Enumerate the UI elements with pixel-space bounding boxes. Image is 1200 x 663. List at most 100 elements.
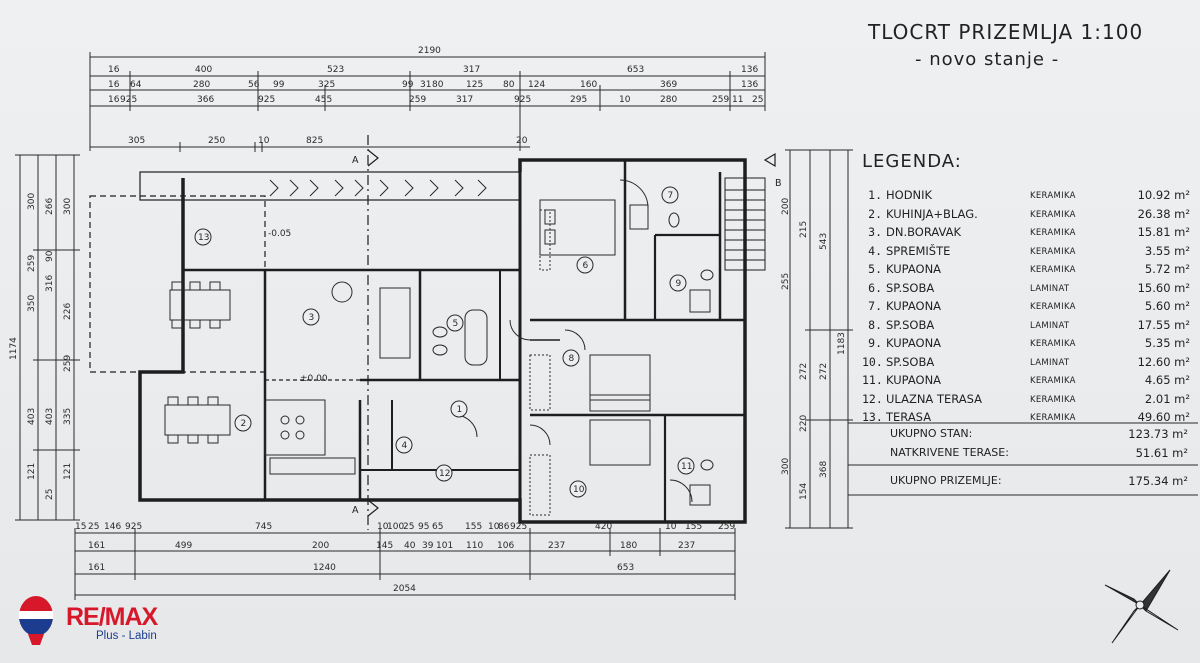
legend-area: 4.65 m² xyxy=(1144,373,1190,387)
dimension-top: 259 xyxy=(712,95,729,105)
legend-number: 10. xyxy=(862,354,883,369)
section-mark-b: B xyxy=(775,178,782,189)
dimension-right: 255 xyxy=(781,273,791,290)
legend-area: 2.01 m² xyxy=(1144,391,1190,406)
room-number-label: 2 xyxy=(241,419,247,429)
dimension-top: 280 xyxy=(193,80,210,90)
dimension-top: 400 xyxy=(195,65,212,75)
legend-material: LAMINAT xyxy=(1030,320,1070,331)
legend-material: KERAMIKA xyxy=(1030,376,1076,386)
dimension-bottom: 237 xyxy=(548,541,565,551)
dimension-top: 523 xyxy=(327,65,344,75)
legend-room-name: KUPAONA xyxy=(886,299,942,313)
legend-room-name: KUPAONA xyxy=(886,336,942,350)
dimension-bottom: 10 xyxy=(377,522,389,532)
legend-number: 12. xyxy=(862,391,883,406)
dimension-top: 825 xyxy=(306,136,323,146)
room-4-marker xyxy=(395,436,413,454)
dimension-right: 272 xyxy=(819,363,829,380)
dimension-bottom: 10 xyxy=(488,522,500,532)
legend-number: 8. xyxy=(868,317,882,332)
legend-number: 7. xyxy=(868,299,882,313)
dimension-bottom: 925 xyxy=(510,522,527,532)
dimension-bottom: 745 xyxy=(255,522,272,532)
dimension-top: 259 xyxy=(409,95,426,105)
page-subtitle: - novo stanje - xyxy=(915,49,1060,70)
dimension-left: 259 xyxy=(27,255,37,272)
dimension-right: 220 xyxy=(799,415,809,432)
legend-area: 15.60 m² xyxy=(1137,280,1190,295)
dimension-top: 295 xyxy=(570,95,587,105)
legend-material: KERAMIKA xyxy=(1030,265,1076,275)
room-number-label: 7 xyxy=(668,191,674,201)
dimension-right: 300 xyxy=(781,458,791,475)
dimension-right: 200 xyxy=(781,198,791,215)
dimension-top: 369 xyxy=(660,80,677,90)
legend-area: 5.35 m² xyxy=(1144,336,1190,350)
dimension-bottom: 86 xyxy=(498,522,510,532)
dimension-left: 300 xyxy=(63,198,73,215)
dimension-top: 160 xyxy=(580,80,597,90)
level-mark-terrace: -0.05 xyxy=(268,229,291,239)
dimension-bottom: 145 xyxy=(376,541,393,551)
dimension-left: 335 xyxy=(63,408,73,425)
dimension-bottom: 40 xyxy=(404,541,416,551)
dimension-bottom: 25 xyxy=(403,522,414,532)
dimension-top: 16 xyxy=(108,95,120,105)
dimension-top: 124 xyxy=(528,80,545,90)
legend-room-name: KUPAONA xyxy=(886,262,942,276)
dimension-top: 317 xyxy=(463,65,480,75)
dimension-left-overall: 1174 xyxy=(9,337,19,360)
dimension-bottom: 180 xyxy=(620,541,637,551)
legend-material: KERAMIKA xyxy=(1030,413,1076,423)
dimension-bottom: 1240 xyxy=(313,563,336,573)
legend-area: 3.55 m² xyxy=(1144,243,1190,258)
dimension-top: 250 xyxy=(208,136,225,146)
dimension-left: 25 xyxy=(45,489,55,500)
dimension-top: 80 xyxy=(432,80,444,90)
dimension-top: 455 xyxy=(315,95,332,105)
legend-room-name: TERASA xyxy=(886,410,932,424)
dimension-top: 925 xyxy=(258,95,275,105)
dimension-left: 259 xyxy=(63,355,73,372)
legend-room-name: SPREMIŠTE xyxy=(886,243,951,258)
legend-room-name: SP.SOBA xyxy=(886,354,935,369)
dimension-top: 125 xyxy=(466,80,483,90)
covered-terraces-value: 51.61 m² xyxy=(1135,446,1188,460)
legend-area: 17.55 m² xyxy=(1137,317,1190,332)
dimension-top: 136 xyxy=(741,80,758,90)
dimension-left: 403 xyxy=(27,408,37,425)
dimension-left: 90 xyxy=(45,250,55,262)
room-number-label: 6 xyxy=(583,261,589,271)
legend-area: 5.72 m² xyxy=(1144,262,1190,276)
dimension-bottom: 499 xyxy=(175,541,192,551)
dimension-top: 280 xyxy=(660,95,677,105)
room-1-marker xyxy=(450,400,468,418)
remax-balloon-icon xyxy=(19,596,53,645)
legend-area: 5.60 m² xyxy=(1144,299,1190,313)
dimension-left: 403 xyxy=(45,408,55,425)
room-number-label: 13 xyxy=(198,233,209,243)
dimension-bottom-overall: 2054 xyxy=(393,584,416,594)
section-mark-a-bottom: A xyxy=(352,505,359,516)
dimension-right: 543 xyxy=(819,233,829,250)
room-number-label: 1 xyxy=(457,405,463,415)
room-5-marker xyxy=(446,314,464,332)
legend-material: KERAMIKA xyxy=(1030,209,1076,220)
legend-number: 11. xyxy=(862,373,883,387)
brand-logo: RE/MAX xyxy=(66,603,158,632)
dimension-bottom: 10 xyxy=(665,522,677,532)
room-number-label: 9 xyxy=(676,279,682,289)
dimension-left: 300 xyxy=(27,193,37,210)
dimension-bottom: 237 xyxy=(678,541,695,551)
room-7-marker xyxy=(661,186,679,204)
dimension-bottom: 100 xyxy=(387,522,404,532)
dimension-left: 121 xyxy=(63,463,73,480)
dimension-bottom: 200 xyxy=(312,541,329,551)
room-number-label: 5 xyxy=(453,319,459,329)
